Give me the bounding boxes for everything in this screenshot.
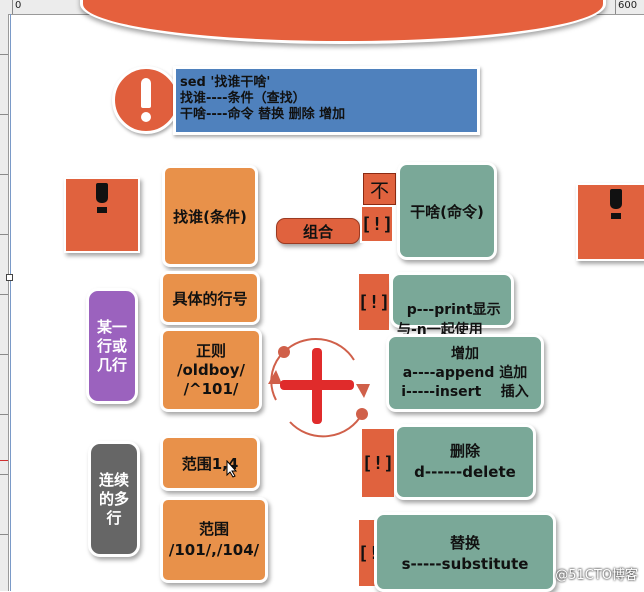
who-condition-box[interactable]: 找谁(条件) [162, 165, 258, 267]
range-number-label: 范围1,4 [181, 454, 239, 473]
bang-tag-delete[interactable]: [!] [360, 427, 396, 499]
regex-box[interactable]: 正则 /oldboy/ /^101/ [160, 328, 262, 412]
print-command-box[interactable]: p---print显示 与-n一起使用 [390, 272, 514, 338]
what-command-label: 干啥(命令) [410, 202, 484, 221]
exclamation-block-left[interactable] [64, 177, 140, 253]
note-line-2: 找谁----条件（查找） [180, 91, 306, 106]
canvas-edge [10, 14, 11, 591]
line-number-label: 具体的行号 [172, 289, 248, 308]
add-line-insert: i-----insert 插入 [401, 384, 529, 400]
range-regex-label: 范围 /101/,/104/ [168, 520, 260, 559]
bang-text: [!] [360, 213, 394, 235]
continuous-lines-label[interactable]: 连续 的多 行 [88, 441, 140, 557]
sed-note-box[interactable]: sed '找谁干啥' 找谁----条件（查找） 干啥----命令 替换 删除 增… [173, 66, 480, 135]
note-line-1: sed '找谁干啥' [180, 75, 271, 90]
add-line-append: a----append 追加 [402, 365, 528, 381]
bang-text: [!] [357, 291, 391, 313]
add-title: 增加 [451, 346, 479, 362]
plus-cycle-icon[interactable] [262, 334, 372, 438]
exclamation-circle-icon[interactable] [112, 66, 180, 134]
bang-text: [!] [361, 452, 395, 474]
replace-command-box[interactable]: 替换 s-----substitute [374, 512, 556, 592]
delete-command-box[interactable]: 删除 d------delete [394, 424, 536, 500]
mouse-cursor-icon [226, 460, 238, 478]
exclamation-block-right[interactable] [576, 183, 644, 261]
not-char: 不 [369, 179, 389, 202]
exclamation-block-icon [608, 189, 624, 219]
continuous-lines-text: 连续 的多 行 [98, 470, 129, 527]
some-lines-label[interactable]: 某一 行或 几行 [86, 288, 138, 404]
replace-title: 替换 [449, 534, 480, 552]
delete-title: 删除 [449, 442, 480, 460]
delete-line: d------delete [414, 463, 516, 481]
what-command-box[interactable]: 干啥(命令) [397, 162, 497, 260]
who-condition-label: 找谁(条件) [173, 207, 247, 226]
combine-label: 组合 [302, 222, 333, 241]
add-command-box[interactable]: 增加 a----append 追加 i-----insert 插入 [386, 334, 544, 412]
some-lines-text: 某一 行或 几行 [96, 317, 127, 374]
range-regex-box[interactable]: 范围 /101/,/104/ [160, 497, 268, 583]
selection-handle[interactable] [6, 274, 13, 281]
ruler-label-0: 0 [15, 0, 22, 11]
regex-label: 正则 /oldboy/ /^101/ [177, 341, 245, 398]
replace-line: s-----substitute [401, 555, 529, 573]
print-command-label: p---print显示 与-n一起使用 [397, 302, 501, 338]
watermark-text: @51CTO博客 [555, 568, 638, 583]
vertical-ruler[interactable] [0, 14, 9, 591]
ruler-label-600: 600 [618, 0, 638, 11]
range-number-box[interactable]: 范围1,4 [160, 435, 260, 491]
top-ellipse-shape[interactable] [80, 0, 606, 44]
not-char-box[interactable]: 不 [363, 173, 396, 205]
bang-tag-what[interactable]: [!] [360, 205, 394, 243]
line-number-box[interactable]: 具体的行号 [160, 271, 260, 325]
exclamation-block-icon [94, 183, 110, 213]
note-line-3: 干啥----命令 替换 删除 增加 [180, 107, 346, 122]
combine-pill[interactable]: 组合 [276, 218, 360, 244]
bang-tag-print[interactable]: [!] [357, 272, 391, 332]
